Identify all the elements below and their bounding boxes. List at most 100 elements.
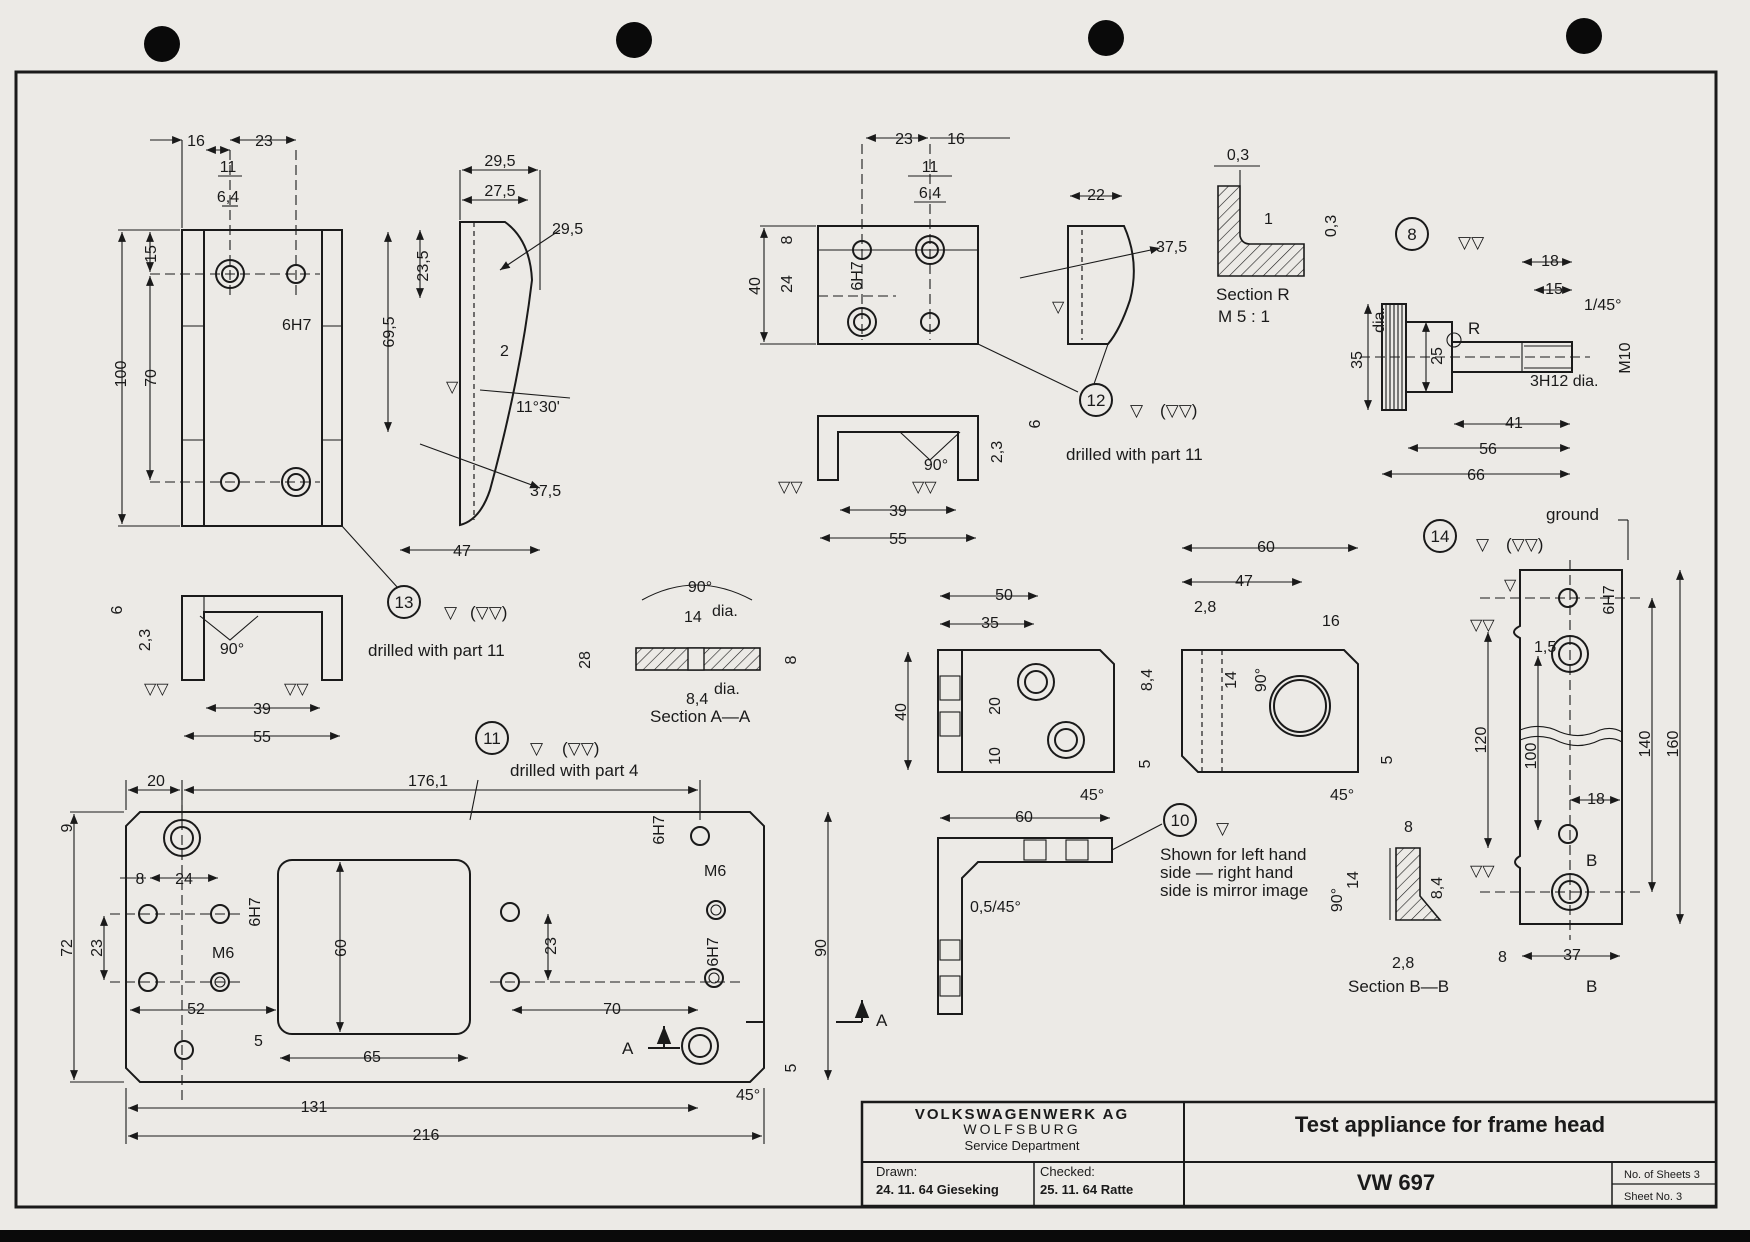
dim-8-14: 8 [1498,949,1507,966]
part-12-label: 12 ▽ (▽▽) drilled with part 11 [1066,383,1203,464]
dim-66-8: 66 [1467,467,1485,484]
dim-dia-aa2: dia. [714,681,740,698]
section-r: 0,3 0,3 1 Section R M 5 : 1 [1214,147,1340,326]
dim-5-10s: 5 [1379,755,1396,764]
dim-24-12: 24 [779,275,796,293]
checked-label: Checked: [1040,1164,1095,1179]
note-mirror-1: Shown for left hand [1160,845,1306,864]
dim-dia-8: dia. [1371,307,1388,333]
finish-symbol-11: (▽▽) [562,739,599,758]
dim-176-1-11: 176,1 [408,773,448,790]
dim-45-10s: 45° [1330,787,1354,804]
finish-symbol: ▽ [1130,401,1144,420]
dim-120-14: 120 [1473,727,1490,754]
part-10-side-view: 60 47 2,8 16 8,4 14 90° 5 45° [1139,539,1396,804]
note-drilled-11-b: drilled with part 11 [1066,445,1203,464]
dim-23-5: 23,5 [415,250,432,281]
dim-6-4-12: 6,4 [919,185,941,202]
dim-27-5: 27,5 [484,183,515,200]
dim-1-r: 1 [1264,211,1273,228]
dim-11-12: 11 [922,159,939,176]
dim-1-45-8: 1/45° [1584,297,1622,314]
dim-100: 100 [113,361,130,388]
dim-2-3-13: 2,3 [137,629,154,651]
section-a-marker-right: A [876,1011,888,1030]
dim-6-4: 6,4 [217,189,239,206]
section-r-label: Section R [1216,285,1290,304]
dim-22-12: 22 [1087,187,1105,204]
dim-8-bb: 8 [1404,819,1413,836]
dim-24-11: 24 [175,871,193,888]
section-a-a-label: Section A—A [650,707,751,726]
section-a-a: 90° 14 dia. 28 8 8,4 dia. Section A—A [577,579,800,726]
dim-6h7: 6H7 [282,317,311,334]
sheets-count: No. of Sheets 3 [1624,1169,1700,1181]
finish-symbol: ▽ [444,603,458,622]
dim-15: 15 [143,245,160,263]
drawn-label: Drawn: [876,1164,917,1179]
dim-1-5-14: 1,5 [1534,639,1556,656]
dim-23-12: 23 [895,131,913,148]
dim-10-10: 10 [987,747,1004,765]
dim-18-8: 18 [1541,253,1559,270]
dim-0-5-45-10: 0,5/45° [970,899,1021,916]
dim-65-11: 65 [363,1049,381,1066]
dim-140-14: 140 [1637,731,1654,758]
note-ground: ground [1546,505,1599,524]
dim-0-3-r2: 0,3 [1323,215,1340,237]
finish-mark: ▽▽ [284,681,309,698]
finish-symbol-14: (▽▽) [1506,535,1543,554]
dim-16-10: 16 [1322,613,1340,630]
finish-symbol: ▽ [1216,819,1230,838]
dim-90-10: 90° [1253,668,1270,692]
dim-m6-11b: M6 [704,863,726,880]
dim-55-13: 55 [253,729,271,746]
dim-5-11b: 5 [783,1063,800,1072]
dim-14-bb: 14 [1345,871,1362,889]
dim-5-11: 5 [254,1033,263,1050]
finish-mark: ▽▽ [144,681,169,698]
dim-6h7-11: 6H7 [247,897,264,926]
dim-47-10: 47 [1235,573,1253,590]
dim-11: 11 [220,159,237,176]
part-8-number: 8 [1407,225,1416,244]
part-14-view: 1,5 6H7 120 100 140 160 18 37 8 B B ▽▽ ▽… [1470,560,1684,996]
part-13-bottom-view: 90° 39 55 6 2,3 ▽▽ ▽▽ [109,525,399,746]
part-10-number: 10 [1171,811,1190,830]
finish-symbol-13: (▽▽) [470,603,507,622]
section-b-b-label: Section B—B [1348,977,1449,996]
finish-mark: ▽ [1504,577,1517,594]
part-14-number: 14 [1431,527,1450,546]
dim-2-8-bb: 2,8 [1392,955,1414,972]
dim-14-10: 14 [1223,671,1240,689]
dim-dia-aa: dia. [712,603,738,620]
section-a-marker-left: A [622,1039,634,1058]
dim-25-8: 25 [1429,347,1446,365]
dim-60-10: 60 [1015,809,1033,826]
note-mirror-2: side — right hand [1160,863,1293,882]
dim-100-14: 100 [1523,743,1540,770]
dim-90-11: 90 [813,939,830,957]
punch-hole [144,26,180,62]
company-city: WOLFSBURG [963,1121,1080,1137]
dim-45-11: 45° [736,1087,760,1104]
dim-90-aa: 90° [688,579,712,596]
section-b-marker-bottom: B [1586,977,1597,996]
dim-16: 16 [187,133,205,150]
dim-8-4-bb: 8,4 [1429,877,1446,899]
part-12-top-view: 23 16 11 6,4 40 8 24 6H7 [747,131,1010,345]
dim-35-8: 35 [1349,351,1366,369]
dim-18-14: 18 [1587,791,1605,808]
dim-6h7-12: 6H7 [849,261,866,290]
dim-60-10s: 60 [1257,539,1275,556]
dim-20-10: 20 [987,697,1004,715]
part-13-label: 13 ▽ (▽▽) drilled with part 11 [368,585,507,660]
dim-23: 23 [255,133,273,150]
dim-m10-8: M10 [1617,342,1634,373]
dim-37-14: 37 [1563,947,1581,964]
dim-72-11: 72 [59,939,76,957]
finish-mark: ▽▽ [1470,863,1495,880]
dim-29-5: 29,5 [484,153,515,170]
part-12-number: 12 [1087,391,1106,410]
dim-8-4-10: 8,4 [1139,669,1156,691]
